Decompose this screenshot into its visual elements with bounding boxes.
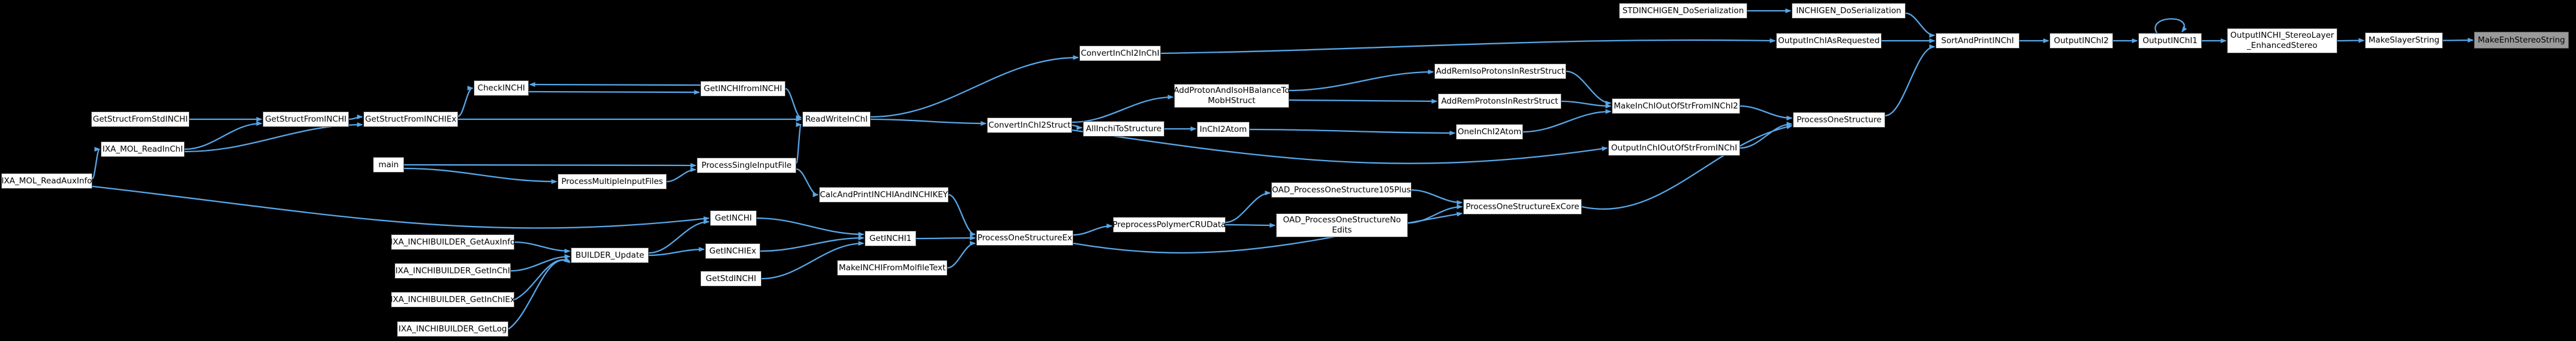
graph-edge-inchi2atom-to-oneinchi2atom bbox=[1249, 128, 1456, 135]
graph-node-sortandprint[interactable]: SortAndPrintINChI bbox=[1936, 33, 2020, 49]
graph-node-getstructfromstdinchi[interactable]: GetStructFromStdINCHI bbox=[91, 111, 189, 127]
graph-node-outputinchi1[interactable]: OutputINChI1 bbox=[2138, 33, 2202, 49]
graph-node-calcandprint[interactable]: CalcAndPrintINCHIAndINCHIKEY bbox=[819, 187, 949, 203]
graph-node-getstructfrominchi[interactable]: GetStructFromINCHI bbox=[263, 111, 349, 127]
graph-edge-convertinchi2inchi-to-outputinchiasrequested bbox=[1160, 38, 1776, 55]
graph-edge-readwriteinchi-to-convertinchi2inchi bbox=[870, 55, 1079, 118]
graph-node-oneinchi2atom[interactable]: OneInChI2Atom bbox=[1456, 124, 1523, 140]
graph-edge-outputinchi1-to-outputinchi1 bbox=[2154, 18, 2187, 34]
graph-node-stdinchigen[interactable]: STDINCHIGEN_DoSerialization bbox=[1619, 3, 1747, 19]
graph-edge-convertinchi2struct-to-outputinchioutofstr bbox=[1072, 129, 1608, 164]
graph-node-builder_update[interactable]: BUILDER_Update bbox=[571, 248, 649, 263]
graph-node-stereolayer[interactable]: OutputINCHI_StereoLayer _EnhancedStereo bbox=[2227, 28, 2337, 53]
graph-node-makeslayerstring[interactable]: MakeSlayerString bbox=[2365, 32, 2443, 49]
graph-edge-ixa_mol_readauxinfo-to-getinchi bbox=[92, 185, 710, 229]
graph-node-getinchi1[interactable]: GetINCHI1 bbox=[865, 231, 916, 246]
graph-node-ixa_getauxinfo[interactable]: IXA_INCHIBUILDER_GetAuxInfo bbox=[390, 234, 515, 250]
graph-node-readwriteinchi[interactable]: ReadWriteInChI bbox=[802, 111, 871, 127]
graph-edge-convertinchi2struct-to-addproton bbox=[1072, 95, 1174, 123]
graph-node-inchigen[interactable]: INCHIGEN_DoSerialization bbox=[1792, 3, 1906, 19]
graph-node-outputinchioutofstr[interactable]: OutputInChIOutOfStrFromINChI bbox=[1608, 140, 1740, 156]
graph-edge-outputinchioutofstr-to-processonestructure bbox=[1740, 122, 1793, 149]
graph-node-outputinchiasrequested[interactable]: OutputInChIAsRequested bbox=[1776, 33, 1882, 49]
graph-node-processonestructure[interactable]: ProcessOneStructure bbox=[1793, 112, 1885, 128]
graph-edge-makeslayerstring-to-makeenhstereostring bbox=[2442, 38, 2474, 43]
graph-edge-addproton-to-addremprotons bbox=[1289, 98, 1438, 104]
graph-node-convertinchi2struct[interactable]: ConvertInChI2Struct bbox=[987, 117, 1072, 133]
graph-edge-getinchi-to-getinchi1 bbox=[756, 217, 865, 237]
graph-edge-excore-to-processonestructure bbox=[1581, 124, 1793, 210]
graph-edge-builder_update-to-getinchi bbox=[648, 219, 710, 254]
graph-edge-getstdinchi-to-getinchi1 bbox=[761, 241, 865, 280]
graph-node-makeenhstereostring: MakeEnhStereoString bbox=[2474, 32, 2569, 49]
graph-node-getinchiex[interactable]: GetINCHIEx bbox=[705, 243, 760, 259]
graph-node-getstructfrominchiex[interactable]: GetStructFromINCHIEx bbox=[363, 111, 458, 127]
graph-edge-oadnoedits-to-excore bbox=[1407, 204, 1463, 224]
graph-edge-makeinchioutofstr2-to-processonestructure bbox=[1740, 105, 1793, 120]
graph-node-addremiso[interactable]: AddRemIsoProtonsInRestrStruct bbox=[1434, 64, 1566, 79]
graph-edge-makeinchifrommolfiletext-to-processonestructureex bbox=[947, 241, 976, 269]
graph-node-addremprotons[interactable]: AddRemProtonsInRestrStruct bbox=[1438, 93, 1561, 109]
graph-edge-addremprotons-to-makeinchioutofstr2 bbox=[1561, 100, 1612, 108]
graph-node-ixa_getlog[interactable]: IXA_INCHIBUILDER_GetLog bbox=[397, 321, 508, 337]
graph-edge-getstructfrominchiex-to-checkinchi bbox=[458, 86, 474, 117]
graph-edge-addremiso-to-makeinchioutofstr2 bbox=[1566, 70, 1612, 105]
graph-node-ixa_mol_readinchi[interactable]: IXA_MOL_ReadInChI bbox=[101, 141, 185, 157]
graph-edge-ixa_getlog-to-builder_update bbox=[508, 257, 571, 330]
graph-edge-processmultiple-to-processsingle bbox=[666, 167, 697, 183]
graph-node-preprocesspolymer[interactable]: PreprocessPolymerCRUData bbox=[1113, 217, 1226, 233]
graph-edge-ixa_getinchi-to-builder_update bbox=[510, 254, 571, 272]
graph-edge-ixa_mol_readauxinfo-to-ixa_mol_readinchi bbox=[91, 147, 101, 180]
graph-edge-getinchi1-to-processonestructureex bbox=[916, 236, 976, 241]
graph-node-allinchitostructure[interactable]: AllInchiToStructure bbox=[1083, 121, 1164, 137]
graph-edge-oneinchi2atom-to-makeinchioutofstr2 bbox=[1522, 109, 1612, 133]
graph-node-excore[interactable]: ProcessOneStructureExCore bbox=[1463, 199, 1582, 215]
graph-node-checkinchi[interactable]: CheckINCHI bbox=[474, 80, 529, 96]
graph-edge-readwriteinchi-to-convertinchi2struct bbox=[870, 118, 987, 126]
graph-node-getstdinchi[interactable]: GetStdINCHI bbox=[700, 271, 762, 286]
graph-node-oad105plus[interactable]: OAD_ProcessOneStructure105Plus bbox=[1271, 182, 1412, 198]
graph-edge-processonestructure-to-sortandprint bbox=[1885, 44, 1936, 117]
graph-edge-processsingle-to-calcandprint bbox=[796, 168, 819, 197]
graph-edge-calcandprint-to-processonestructureex bbox=[948, 194, 976, 237]
graph-edge-ixa_mol_readinchi-to-getstructfrominchi bbox=[184, 121, 263, 150]
graph-edge-getstructfrominchi-to-getstructfrominchiex bbox=[348, 114, 363, 120]
graph-edge-getinchifrominchi-to-readwriteinchi bbox=[785, 87, 802, 120]
graph-edge-addproton-to-addremiso bbox=[1289, 70, 1434, 92]
graph-edge-processonestructureex-to-preprocesspolymer bbox=[1073, 224, 1113, 236]
graph-edge-builder_update-to-getinchiex bbox=[648, 247, 705, 256]
graph-edge-convertinchi2struct-to-allinchitostructure bbox=[1072, 124, 1083, 130]
graph-edge-getinchiex-to-getinchi1 bbox=[760, 236, 865, 252]
graph-node-processsingle[interactable]: ProcessSingleInputFile bbox=[697, 158, 796, 173]
graph-node-getinchifrominchi[interactable]: GetINCHIfromINCHI bbox=[700, 81, 786, 96]
graph-node-addproton[interactable]: AddProtonAndIsoHBalanceTo MobHStruct bbox=[1173, 84, 1290, 108]
graph-edge-preprocesspolymer-to-oad105plus bbox=[1225, 191, 1271, 224]
graph-node-outputinchi2[interactable]: OutputINChI2 bbox=[2050, 33, 2113, 49]
graph-edge-inchigen-to-sortandprint bbox=[1905, 12, 1936, 38]
graph-edge-ixa_getauxinfo-to-builder_update bbox=[514, 241, 571, 254]
graph-node-processonestructureex[interactable]: ProcessOneStructureEx bbox=[976, 230, 1073, 246]
graph-node-ixa_mol_readauxinfo[interactable]: IXA_MOL_ReadAuxInfo bbox=[1, 173, 92, 189]
graph-edge-oad105plus-to-excore bbox=[1411, 189, 1463, 205]
graph-node-oadnoedits[interactable]: OAD_ProcessOneStructureNo Edits bbox=[1276, 213, 1408, 237]
graph-node-ixa_getinchiex[interactable]: IXA_INCHIBUILDER_GetInChIEx bbox=[390, 292, 515, 307]
graph-node-ixa_getinchi[interactable]: IXA_INCHIBUILDER_GetInChI bbox=[395, 263, 511, 279]
graph-edge-processsingle-to-readwriteinchi bbox=[795, 122, 802, 164]
graph-node-convertinchi2inchi[interactable]: ConvertInChI2InChI bbox=[1079, 46, 1161, 61]
graph-edge-ixa_mol_readinchi-to-getstructfrominchiex bbox=[184, 122, 363, 153]
graph-node-processmultiple[interactable]: ProcessMultipleInputFiles bbox=[558, 174, 667, 189]
graph-node-makeinchifrommolfiletext[interactable]: MakeINCHIFromMolfileText bbox=[837, 260, 947, 276]
graph-node-getinchi[interactable]: GetINCHI bbox=[710, 210, 757, 226]
graph-node-makeinchioutofstr2[interactable]: MakeInChIOutOfStrFromINChI2 bbox=[1612, 98, 1740, 114]
graph-node-main[interactable]: main bbox=[373, 157, 404, 173]
graph-edge-main-to-processmultiple bbox=[404, 167, 558, 184]
graph-node-inchi2atom[interactable]: InChI2Atom bbox=[1197, 122, 1250, 137]
